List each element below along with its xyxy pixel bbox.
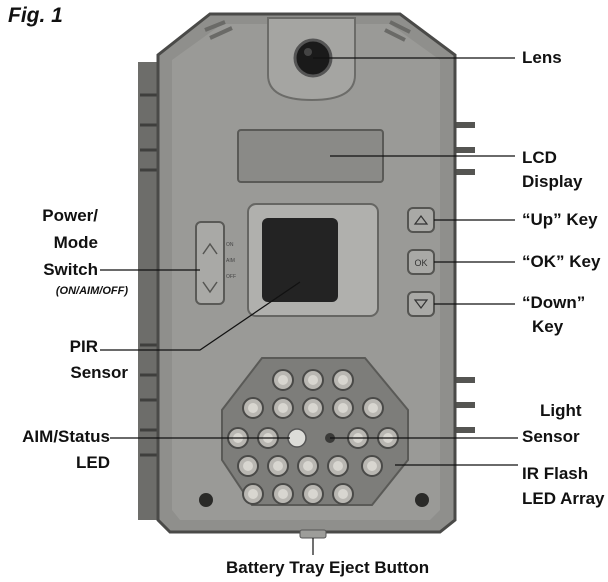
- ir-led-lens: [333, 461, 343, 471]
- ir-led-lens: [273, 461, 283, 471]
- label-pir-1: PIR: [69, 337, 98, 356]
- switch-position-off: OFF: [226, 274, 236, 280]
- aim-status-led: [287, 428, 307, 448]
- ir-led-lens: [338, 403, 348, 413]
- ir-led-lens: [278, 403, 288, 413]
- down-arrow-icon: [413, 299, 429, 309]
- label-ok-key: “OK” Key: [522, 252, 601, 271]
- ir-led-lens: [308, 403, 318, 413]
- screw-left: [199, 493, 213, 507]
- label-down-key-1: “Down”: [522, 293, 586, 312]
- ir-led-lens: [248, 489, 258, 499]
- label-power-mode-2: Mode: [53, 233, 98, 252]
- switch-position-on: ON: [226, 242, 234, 248]
- battery-eject-button[interactable]: [299, 529, 327, 539]
- ir-led-lens: [367, 461, 377, 471]
- label-lens: Lens: [522, 48, 562, 67]
- label-down-key-2: Key: [532, 317, 564, 336]
- up-key[interactable]: [407, 207, 435, 233]
- left-strap: [138, 62, 162, 520]
- ir-led-lens: [338, 489, 348, 499]
- ir-led-array: [227, 369, 399, 505]
- switch-position-aim: AIM: [226, 258, 235, 264]
- label-ir-flash-2: LED Array: [522, 489, 605, 508]
- ir-led-lens: [243, 461, 253, 471]
- label-aim-status-2: LED: [76, 453, 110, 472]
- label-battery-eject: Battery Tray Eject Button: [226, 558, 430, 577]
- ir-led-lens: [248, 403, 258, 413]
- figure-title: Fig. 1: [8, 4, 63, 27]
- label-light-sensor-1: Light: [540, 401, 582, 420]
- ir-led-lens: [278, 375, 288, 385]
- label-pir-2: Sensor: [70, 363, 128, 382]
- ok-key-label: OK: [414, 258, 427, 268]
- label-power-mode-sub: (ON/AIM/OFF): [55, 285, 128, 297]
- ir-led-lens: [368, 403, 378, 413]
- label-light-sensor-2: Sensor: [522, 427, 580, 446]
- right-ridges: [455, 122, 475, 433]
- screw-right: [415, 493, 429, 507]
- label-aim-status-1: AIM/Status: [22, 427, 110, 446]
- label-lcd-display-1: LCD: [522, 148, 557, 167]
- ir-led-lens: [308, 375, 318, 385]
- up-arrow-icon: [413, 215, 429, 225]
- ir-led-lens: [308, 489, 318, 499]
- label-ir-flash-1: IR Flash: [522, 464, 589, 483]
- power-mode-switch[interactable]: [195, 221, 225, 305]
- label-power-mode-3: Switch: [43, 260, 98, 279]
- label-up-key: “Up” Key: [522, 210, 598, 229]
- ir-led-lens: [278, 489, 288, 499]
- ir-led-lens: [303, 461, 313, 471]
- ir-led-lens: [338, 375, 348, 385]
- label-power-mode-1: Power/: [42, 206, 98, 225]
- label-lcd-display-2: Display: [522, 172, 583, 191]
- pir-sensor-window: [262, 218, 338, 302]
- down-key[interactable]: [407, 291, 435, 317]
